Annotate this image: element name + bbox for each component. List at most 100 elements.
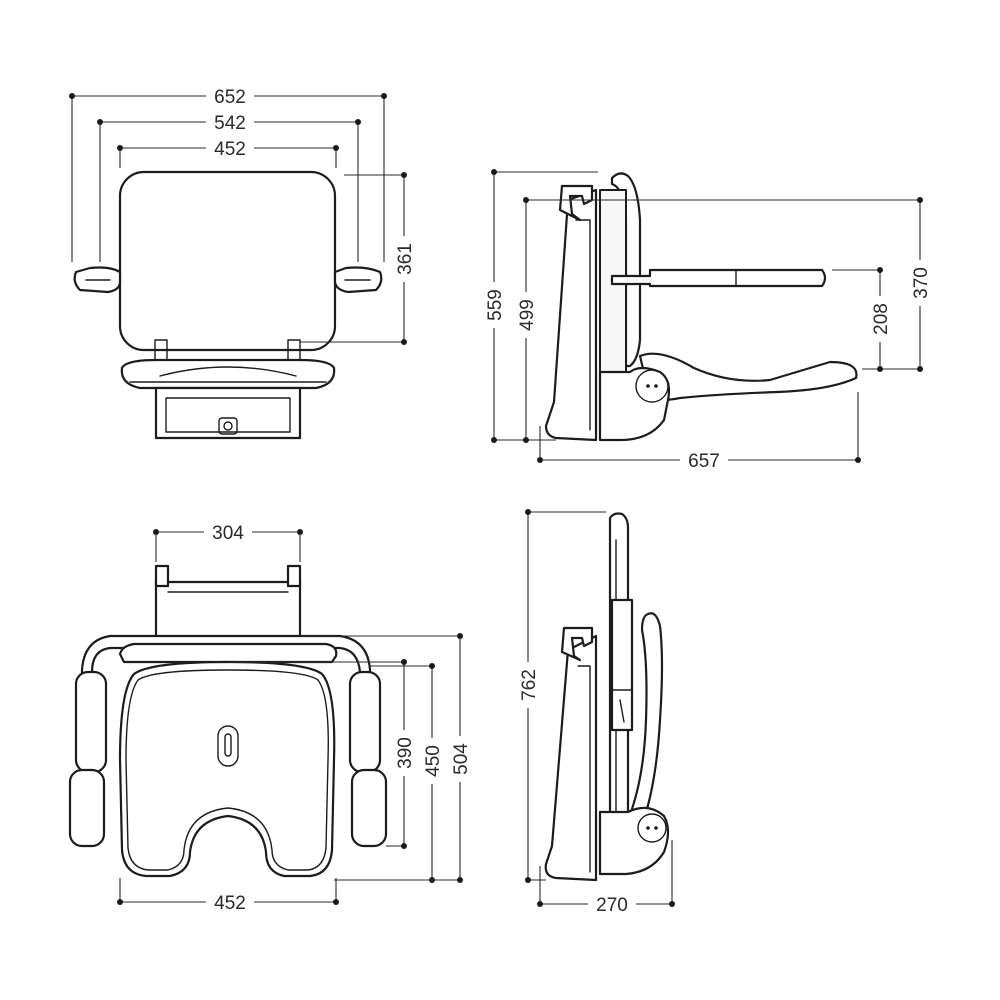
hinge-housing-side — [598, 366, 671, 442]
armrest-bar-right-top — [350, 768, 388, 848]
wall-plate-folded — [544, 634, 598, 882]
label-bg — [204, 520, 252, 544]
dim-label-390: 390 — [395, 737, 416, 769]
wall-bracket-lock — [218, 417, 238, 435]
dim-dot — [523, 197, 529, 203]
label-bg — [206, 84, 254, 108]
dim-label-499: 499 — [517, 299, 538, 331]
dim-dot — [457, 633, 463, 639]
dim-dot — [877, 366, 883, 372]
armrest-bar-left-top — [68, 768, 106, 848]
wall-bracket-lock-knob — [223, 421, 233, 431]
dim-dot — [523, 437, 529, 443]
dim-dot — [69, 93, 75, 99]
dim-label-762: 762 — [519, 669, 540, 701]
hinge-pivot — [635, 369, 669, 403]
dim-dot — [117, 145, 123, 151]
dim-dot — [855, 457, 861, 463]
dim-dot — [537, 901, 543, 907]
dim-dot — [333, 899, 339, 905]
dim-dot — [97, 119, 103, 125]
wall-plate-folded-edge — [577, 665, 591, 873]
label-bg — [680, 448, 728, 472]
hinge-pivot-dot — [654, 826, 658, 830]
label-bg — [866, 296, 894, 342]
dim-label-304: 304 — [212, 523, 244, 544]
dim-label-208: 208 — [871, 303, 892, 335]
dim-label-652: 652 — [214, 87, 246, 108]
hinge-pivot-dot — [646, 826, 650, 830]
seat-side — [638, 352, 858, 402]
label-bg — [480, 282, 508, 328]
dim-dot — [117, 899, 123, 905]
dim-label-452-front: 452 — [214, 139, 246, 160]
dim-label-452-top: 452 — [214, 893, 246, 914]
dim-label-559: 559 — [485, 289, 506, 321]
dim-dot — [401, 659, 407, 665]
wall-plate-side — [544, 188, 598, 442]
hinge-housing-folded — [598, 806, 670, 876]
side-view-folded: 762 270 — [514, 509, 675, 916]
dim-label-270: 270 — [596, 895, 628, 916]
label-bg — [390, 730, 418, 776]
dim-label-657: 657 — [688, 451, 720, 472]
dim-dot — [153, 529, 159, 535]
bracket-tab-right — [286, 564, 302, 588]
dim-dot — [525, 509, 531, 515]
dim-dot — [401, 172, 407, 178]
dim-dot — [401, 843, 407, 849]
seat-top — [118, 660, 336, 878]
backrest-front — [118, 170, 337, 352]
label-bg — [514, 662, 542, 708]
hinge-pivot-folded — [637, 813, 667, 843]
label-bg — [206, 110, 254, 134]
label-bg — [206, 890, 254, 914]
label-bg — [390, 236, 418, 282]
armrest-pad-left-top — [74, 670, 108, 774]
dim-dot — [537, 457, 543, 463]
label-bg — [588, 892, 636, 916]
dim-dot — [457, 877, 463, 883]
front-view: 652 542 452 361 — [69, 84, 418, 440]
label-bg — [446, 736, 474, 782]
dim-dot — [917, 197, 923, 203]
dim-label-361: 361 — [395, 243, 416, 275]
label-bg — [512, 292, 540, 338]
armrest-pad-right-top — [348, 670, 382, 774]
seat-drain-slot — [217, 725, 239, 767]
dim-dot — [669, 901, 675, 907]
mounting-hook-folded — [560, 626, 594, 662]
seat-front — [120, 358, 336, 390]
armrest-side — [610, 268, 827, 288]
wall-bracket-inner — [165, 397, 291, 433]
hinge-pivot-dot — [654, 384, 658, 388]
armrest-folded — [610, 598, 634, 732]
seat-top-inner — [125, 669, 329, 871]
hinge-pivot-dot — [646, 384, 650, 388]
bracket-tab-left — [154, 564, 170, 588]
dim-dot — [401, 339, 407, 345]
top-view: 304 390 450 504 452 — [68, 520, 474, 914]
dim-dot — [297, 529, 303, 535]
dim-dot — [917, 366, 923, 372]
dim-dot — [333, 145, 339, 151]
side-view-unfolded: 559 499 370 208 657 — [480, 169, 934, 472]
dim-dot — [877, 267, 883, 273]
label-bg — [418, 738, 446, 784]
seat-front-detail — [159, 366, 297, 377]
dim-label-370: 370 — [911, 267, 932, 299]
dim-label-450: 450 — [423, 745, 444, 777]
dim-dot — [525, 877, 531, 883]
dim-dot — [491, 437, 497, 443]
dim-dot — [429, 663, 435, 669]
seat-drain-inner — [224, 733, 232, 757]
backrest-bar-top — [118, 642, 338, 664]
dim-label-542: 542 — [214, 113, 246, 134]
label-bg — [906, 260, 934, 306]
label-bg — [206, 136, 254, 160]
dim-dot — [355, 119, 361, 125]
dim-label-504: 504 — [451, 743, 472, 775]
dim-dot — [491, 169, 497, 175]
dim-dot — [381, 93, 387, 99]
